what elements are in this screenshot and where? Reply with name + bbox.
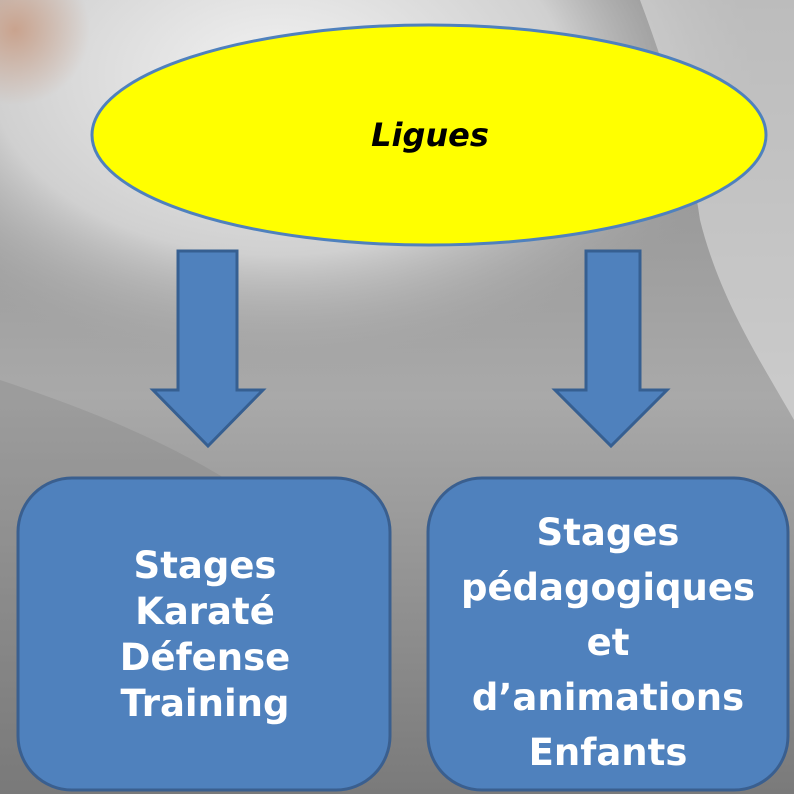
down-arrow-left (149, 249, 267, 449)
root-label: Ligues (371, 116, 489, 154)
down-arrow-right (551, 249, 671, 449)
box-left-label: Stages Karaté Défense Training (119, 544, 291, 725)
box-left (16, 476, 392, 792)
box-right-label: Stages pédagogiques et d’animations Enfa… (460, 510, 756, 774)
box-right (426, 476, 790, 792)
root-oval (90, 23, 768, 247)
